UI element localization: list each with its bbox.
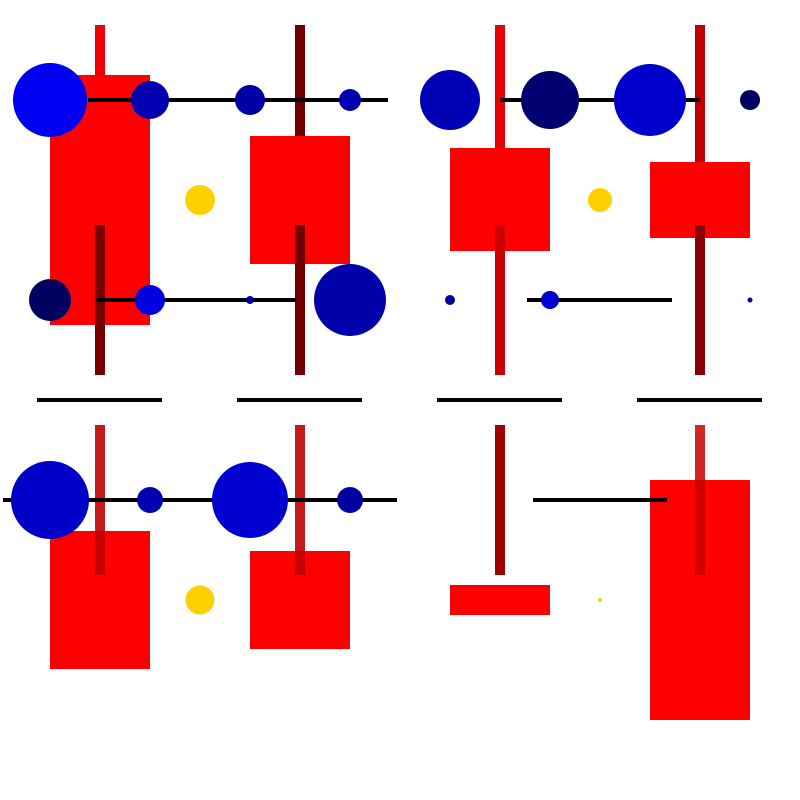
- blue-circle: [11, 461, 89, 539]
- vertical-bar: [295, 225, 305, 375]
- blue-circle: [212, 462, 288, 538]
- vertical-bar: [695, 225, 705, 375]
- blue-circle: [246, 296, 254, 304]
- blue-circle: [747, 297, 753, 303]
- vertical-bar: [695, 425, 705, 575]
- blue-circle: [614, 64, 686, 136]
- blue-circle: [135, 285, 165, 315]
- blue-circle: [740, 90, 760, 110]
- blue-circle: [420, 70, 480, 130]
- blue-circle: [541, 291, 559, 309]
- yellow-circle: [598, 598, 602, 602]
- blue-circle: [13, 63, 87, 137]
- blue-circle: [339, 89, 361, 111]
- blue-circle: [521, 71, 579, 129]
- blue-circle: [314, 264, 386, 336]
- red-rectangle: [450, 585, 550, 615]
- vertical-bar: [495, 225, 505, 375]
- red-rectangles: [50, 75, 750, 720]
- blue-circles: [11, 63, 760, 539]
- blue-circle: [235, 85, 265, 115]
- yellow-circle: [185, 585, 215, 615]
- blue-circle: [131, 81, 169, 119]
- blue-circle: [445, 295, 455, 305]
- yellow-circles: [185, 185, 612, 615]
- blue-circle: [337, 487, 363, 513]
- vertical-bar: [495, 425, 505, 575]
- blue-circle: [137, 487, 163, 513]
- yellow-circle: [185, 185, 215, 215]
- blue-circle: [29, 279, 71, 321]
- yellow-circle: [588, 188, 612, 212]
